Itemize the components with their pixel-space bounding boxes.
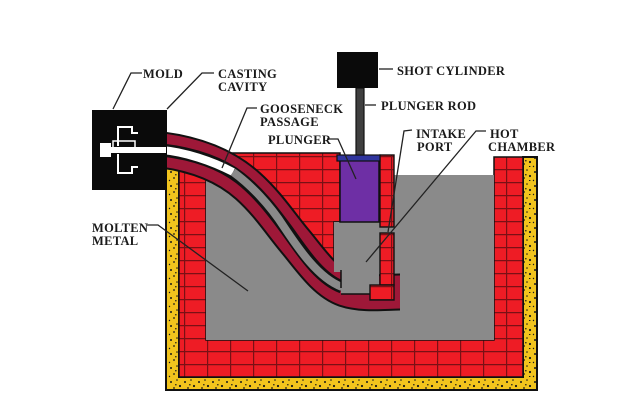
- label-intake-port-line1: INTAKE: [416, 127, 466, 141]
- label-gooseneck-line2: PASSAGE: [260, 115, 319, 129]
- label-casting-cavity-line1: CASTING: [218, 67, 277, 81]
- label-plunger: PLUNGER: [268, 133, 332, 147]
- label-molten-metal-line2: METAL: [92, 234, 138, 248]
- casting-cavity-shape: [100, 126, 166, 174]
- label-intake-port-line2: PORT: [417, 140, 453, 154]
- molten-metal-pointer-line: [147, 224, 249, 292]
- hot-chamber-cavity: [334, 222, 379, 272]
- gooseneck-pointer-line: [221, 107, 257, 169]
- label-casting-cavity-line2: CAVITY: [218, 80, 268, 94]
- label-hot-chamber-line2: CHAMBER: [488, 140, 556, 154]
- cylinder-wall-step: [369, 284, 395, 301]
- plunger-body: [339, 159, 380, 223]
- gooseneck-channel-molten: [230, 168, 344, 291]
- cavity-center-rect: [112, 140, 136, 149]
- cylinder-wall-upper: [379, 154, 395, 228]
- cavity-runner: [101, 147, 166, 153]
- gooseneck-channel-empty: [161, 146, 235, 176]
- hot-chamber-pointer-line: [365, 130, 486, 263]
- label-gooseneck-line1: GOOSENECK: [260, 102, 343, 116]
- mold-pointer-line: [112, 72, 142, 110]
- label-hot-chamber-line1: HOT: [490, 127, 519, 141]
- cylinder-wall-lower: [379, 232, 395, 286]
- plunger-cap: [336, 154, 381, 162]
- intake-port-pointer-line: [387, 129, 413, 233]
- plunger-pointer-line: [327, 138, 357, 180]
- casting-cavity-pointer-line: [166, 72, 214, 110]
- label-mold: MOLD: [143, 67, 183, 81]
- plunger-rod-shape: [355, 87, 365, 156]
- cavity-top-profile: [117, 126, 138, 146]
- cavity-nub: [100, 143, 111, 157]
- shot-cylinder-block: [337, 52, 378, 88]
- label-plunger-rod: PLUNGER ROD: [381, 99, 476, 113]
- cavity-bottom-profile: [117, 154, 138, 174]
- label-shot-cylinder: SHOT CYLINDER: [397, 64, 506, 78]
- label-molten-metal-line1: MOLTEN: [92, 221, 148, 235]
